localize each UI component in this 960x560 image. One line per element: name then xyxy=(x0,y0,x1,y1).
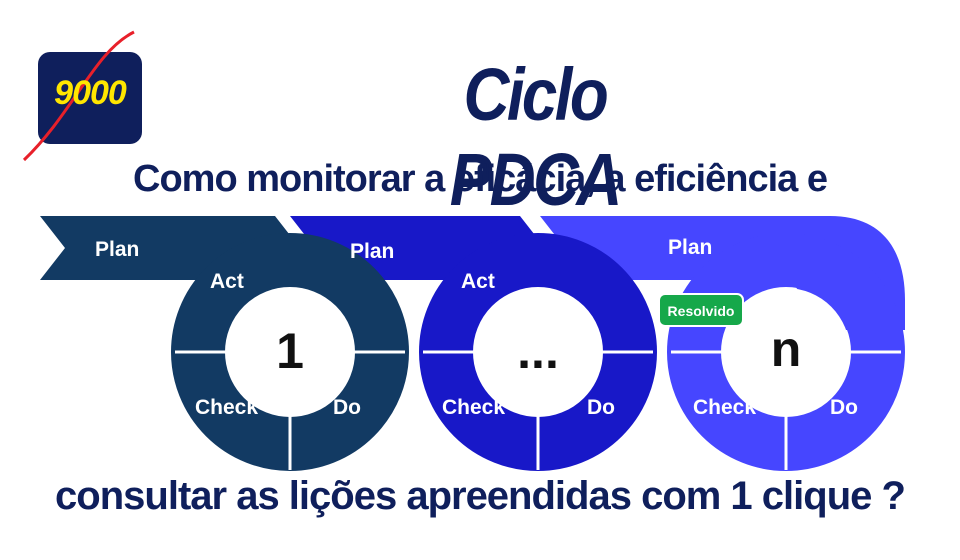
cycle-3 xyxy=(667,233,905,471)
cycle-3-check-label: Check xyxy=(693,396,756,419)
cycle-2-plan-label: Plan xyxy=(350,240,394,263)
resolvido-badge: Resolvido xyxy=(668,303,735,319)
cycle-2-do-label: Do xyxy=(587,396,615,419)
page-title: Ciclo PDCA xyxy=(449,53,623,221)
cycle-1-check-label: Check xyxy=(195,396,258,419)
cycle-2-act-label: Act xyxy=(461,270,495,293)
cycle-1 xyxy=(171,233,409,471)
cycle-2-center-label: ... xyxy=(517,323,559,379)
cycle-1-plan-label: Plan xyxy=(95,238,139,261)
cycle-3-center-label: n xyxy=(771,321,802,377)
cycle-1-act-label: Act xyxy=(210,270,244,293)
bottom-question: consultar as lições apreendidas com 1 cl… xyxy=(55,474,906,518)
logo-slash-icon xyxy=(22,30,135,162)
cycle-3-do-label: Do xyxy=(830,396,858,419)
cycle-1-center-label: 1 xyxy=(276,323,304,379)
resolvido-badge-bg xyxy=(658,293,744,327)
page-subtitle: Como monitorar a eficácia, a eficiência … xyxy=(133,158,828,200)
cycle-2-check-label: Check xyxy=(442,396,505,419)
cycle-2 xyxy=(419,233,657,471)
cycle-3-plan-label: Plan xyxy=(668,236,712,259)
logo-text: 9000 xyxy=(54,74,127,112)
cycle-1-do-label: Do xyxy=(333,396,361,419)
logo-9000: 9000 xyxy=(22,30,142,162)
